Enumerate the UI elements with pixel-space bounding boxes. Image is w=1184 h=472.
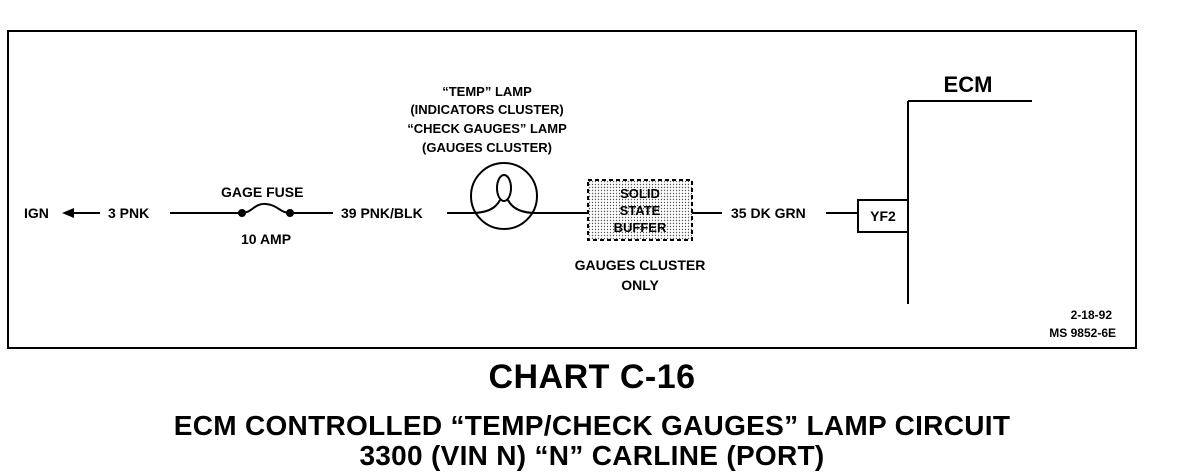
lamp-label-1: “TEMP” LAMP (442, 84, 532, 99)
ign-arrowhead (62, 208, 74, 218)
buffer-label-2: STATE (620, 203, 661, 218)
lamp-icon (470, 162, 538, 230)
lamp-label-4: (GAUGES CLUSTER) (422, 140, 552, 155)
chart-title: CHART C-16 (488, 358, 696, 396)
ms-code: MS 9852-6E (1049, 326, 1116, 340)
date-code: 2-18-92 (1071, 308, 1113, 322)
buffer-label-3: BUFFER (614, 220, 667, 235)
buffer-note-2: ONLY (621, 277, 659, 293)
wire-39-label: 39 PNK/BLK (341, 205, 423, 221)
solid-state-buffer (587, 179, 693, 241)
chart-subtitle-1: ECM CONTROLLED “TEMP/CHECK GAUGES” LAMP … (173, 410, 1011, 441)
ecm-label: ECM (944, 72, 993, 97)
pin-yf2-label: YF2 (870, 208, 896, 224)
fuse-element (241, 202, 291, 214)
buffer-label-1: SOLID (620, 186, 660, 201)
diagram-frame (7, 30, 1137, 349)
lamp-label-3: “CHECK GAUGES” LAMP (407, 121, 567, 136)
fuse-rating: 10 AMP (241, 231, 291, 247)
wire-35-label: 35 DK GRN (731, 205, 806, 221)
chart-subtitle-2: 3300 (VIN N) “N” CARLINE (PORT) (359, 440, 825, 471)
lamp-label-2: (INDICATORS CLUSTER) (410, 102, 563, 117)
ign-label: IGN (24, 205, 49, 221)
fuse-label: GAGE FUSE (221, 184, 303, 200)
buffer-note-1: GAUGES CLUSTER (575, 257, 706, 273)
wire-3-label: 3 PNK (108, 205, 149, 221)
pin-yf2 (857, 199, 909, 233)
circuit-diagram: IGN 3 PNK GAGE FUSE 10 AMP 39 PNK/BLK “T… (7, 30, 1137, 349)
